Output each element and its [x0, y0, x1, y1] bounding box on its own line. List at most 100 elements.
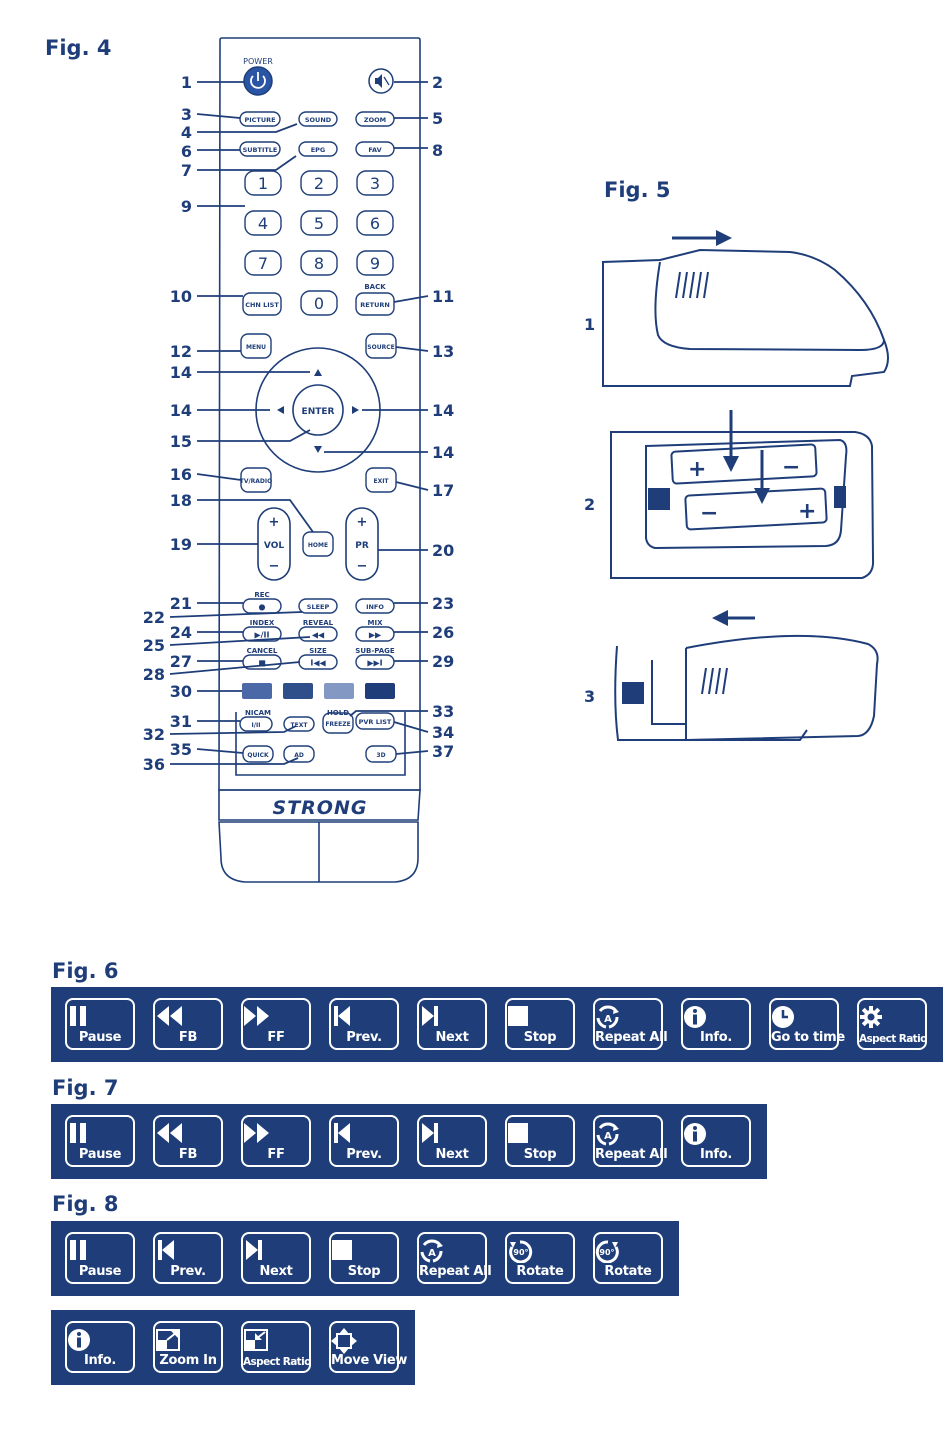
sound-button-label: SOUND: [305, 116, 332, 124]
digit-3-button: [356, 170, 394, 196]
enter-button: [292, 384, 344, 436]
button-label: Prev.: [346, 1030, 382, 1045]
aspect-ratio-button[interactable]: Aspect Ratio: [857, 998, 927, 1050]
next-button[interactable]: Next: [241, 1232, 311, 1284]
battery-diagram: + − − + 1 2 3: [584, 230, 889, 741]
epg-button: [298, 141, 338, 157]
quick-button: [242, 745, 274, 763]
move-view-button[interactable]: Move View: [329, 1321, 408, 1373]
i-ii-button: [239, 716, 273, 732]
callout-number: 14: [170, 401, 192, 420]
callout-number: 29: [432, 652, 454, 671]
info-icon: [683, 1005, 749, 1029]
rec-caption: REC: [254, 591, 269, 599]
next-button[interactable]: Next: [417, 998, 487, 1050]
quick-button-label: QUICK: [247, 752, 269, 759]
callout-number: 4: [181, 123, 192, 142]
digit-4-button: [244, 210, 282, 236]
ff-button[interactable]: FF: [241, 1115, 311, 1167]
prev-button[interactable]: Prev.: [329, 1115, 399, 1167]
rotate-button[interactable]: 90° Rotate: [593, 1232, 663, 1284]
button-label: Rotate: [604, 1264, 652, 1279]
button-label: Aspect Ratio: [243, 1356, 311, 1368]
callout-number: 32: [143, 725, 165, 744]
picture-button: [239, 111, 281, 127]
button-label: Prev.: [346, 1147, 382, 1162]
callout-number: 11: [432, 287, 454, 306]
callout-number: 7: [181, 161, 192, 180]
3d-button-label: 3D: [376, 752, 385, 759]
stop-button[interactable]: Stop: [329, 1232, 399, 1284]
pause-icon: [67, 1005, 133, 1029]
button-label: Next: [435, 1147, 469, 1162]
info-button[interactable]: Info.: [65, 1321, 135, 1373]
pause-button[interactable]: Pause: [65, 1115, 135, 1167]
menu-button-label: MENU: [246, 344, 266, 351]
svg-text:+: +: [269, 515, 280, 530]
button-label: Info.: [83, 1353, 117, 1368]
color-key-3: [324, 683, 354, 699]
info-button[interactable]: Info.: [681, 998, 751, 1050]
pause-button[interactable]: Pause: [65, 998, 135, 1050]
fig8-toolbar-row2: Info. Zoom In Aspect Ratio Move View: [51, 1310, 415, 1385]
digit-label: 3: [370, 174, 380, 193]
svg-text:−: −: [357, 559, 368, 574]
zoom-in-icon: [155, 1328, 221, 1352]
svg-text:−: −: [269, 559, 280, 574]
fb-button[interactable]: FB: [153, 998, 223, 1050]
stop-button[interactable]: Stop: [505, 998, 575, 1050]
button-label: Repeat All: [595, 1030, 668, 1045]
info-button[interactable]: Info.: [681, 1115, 751, 1167]
color-key-2: [283, 683, 313, 699]
pause-icon: [67, 1239, 133, 1263]
svg-text:−: −: [700, 501, 718, 526]
menu-button: [240, 333, 272, 359]
svg-text:A: A: [428, 1248, 436, 1259]
svg-text:90°: 90°: [599, 1248, 614, 1257]
go-to-time-button[interactable]: Go to time: [769, 998, 845, 1050]
pause-button[interactable]: Pause: [65, 1232, 135, 1284]
aspect-ratio-button[interactable]: Aspect Ratio: [241, 1321, 311, 1373]
fb-button[interactable]: FB: [153, 1115, 223, 1167]
callout-number: 13: [432, 342, 454, 361]
button-label: Next: [435, 1030, 469, 1045]
button-label: Stop: [523, 1147, 557, 1162]
fast-forward-icon: [243, 1005, 309, 1029]
stop-icon: [507, 1122, 573, 1146]
button-label: Zoom In: [159, 1353, 217, 1368]
callout-number: 6: [181, 142, 192, 161]
button-label: Info.: [699, 1030, 733, 1045]
repeat-all-icon: A: [419, 1239, 485, 1263]
callout-number: 5: [432, 109, 443, 128]
stop-icon: [331, 1239, 397, 1263]
next-icon: [419, 1005, 485, 1029]
callout-number: 28: [143, 665, 165, 684]
ff-button[interactable]: FF: [241, 998, 311, 1050]
button-label: FB: [178, 1030, 198, 1045]
move-view-icon: [331, 1328, 397, 1354]
digit-label: 7: [258, 254, 268, 273]
button-label: Move View: [331, 1353, 408, 1368]
remote-bottom: [218, 821, 419, 883]
digit-6-button: [356, 210, 394, 236]
stop-button[interactable]: Stop: [505, 1115, 575, 1167]
dpad-down-arrow: [314, 446, 322, 453]
zoom-in-button[interactable]: Zoom In: [153, 1321, 223, 1373]
hold-caption: HOLD: [327, 709, 349, 717]
skip-forward-button-icon: ▶▶I: [367, 659, 382, 668]
prev-button[interactable]: Prev.: [329, 998, 399, 1050]
battery-compartment: [610, 431, 875, 579]
callout-number: 14: [432, 443, 454, 462]
rotate-button[interactable]: 90°Rotate: [505, 1232, 575, 1284]
next-button[interactable]: Next: [417, 1115, 487, 1167]
next-icon: [243, 1239, 309, 1263]
button-label: Info.: [699, 1147, 733, 1162]
prev-button[interactable]: Prev.: [153, 1232, 223, 1284]
clock-icon: [771, 1005, 837, 1029]
callout-number: 23: [432, 594, 454, 613]
callout-number: 9: [181, 197, 192, 216]
